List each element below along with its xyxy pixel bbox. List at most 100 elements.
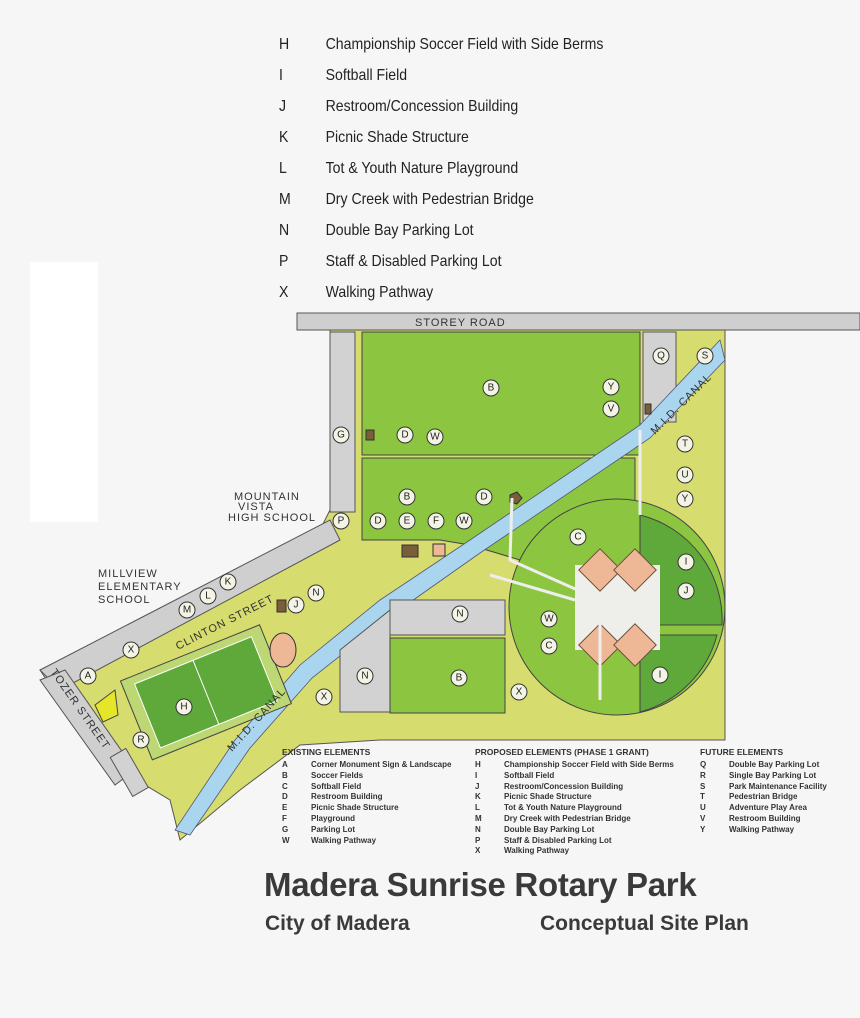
restroom-v: [644, 403, 652, 415]
map-marker-d: D: [396, 426, 414, 444]
legend-label: Walking Pathway: [504, 846, 570, 856]
page-title: Madera Sunrise Rotary Park: [264, 866, 697, 903]
legend-label: Double Bay Parking Lot: [729, 760, 820, 769]
subtitle-plan: Conceptual Site Plan: [540, 912, 749, 935]
map-marker-b: B: [398, 488, 416, 506]
elementary-school-label: MILLVIEW ELEMENTARY SCHOOL: [98, 568, 181, 606]
legend-label: Picnic Shade Structure: [504, 792, 592, 802]
map-marker-w: W: [540, 610, 558, 628]
legend-key: S: [700, 781, 706, 791]
legend-key: J: [475, 781, 480, 791]
svg-text:Y: Y: [682, 494, 689, 505]
svg-text:B: B: [488, 383, 495, 394]
map-marker-g: G: [332, 426, 350, 444]
svg-text:D: D: [374, 516, 381, 527]
walking-pathway: [489, 430, 642, 700]
legend-item: L Tot & Youth Nature Playground: [475, 803, 649, 814]
item-key: P: [279, 253, 289, 270]
map-marker-h: H: [175, 698, 193, 716]
svg-text:C: C: [545, 641, 552, 652]
svg-text:VISTA: VISTA: [238, 501, 274, 513]
map-marker-r: R: [132, 731, 150, 749]
svg-text:HIGH SCHOOL: HIGH SCHOOL: [228, 512, 316, 524]
item-key: M: [279, 191, 291, 208]
map-marker-j: J: [677, 582, 695, 600]
map-marker-y: Y: [602, 378, 620, 396]
legend-key: E: [282, 803, 288, 813]
item-label: Walking Pathway: [325, 284, 434, 301]
svg-text:D: D: [480, 492, 487, 503]
legend-key: A: [282, 760, 288, 769]
parking-lot-g: [329, 331, 356, 513]
svg-text:MILLVIEW: MILLVIEW: [98, 568, 158, 580]
legend-key: H: [475, 760, 481, 769]
legend-key: L: [475, 803, 480, 813]
svg-text:N: N: [456, 609, 463, 620]
item-key: I: [279, 67, 283, 84]
legend-item: X Walking Pathway: [475, 846, 649, 857]
softball-infields: [578, 548, 657, 667]
svg-text:C: C: [574, 532, 581, 543]
svg-text:S: S: [702, 351, 709, 362]
item-key: X: [279, 284, 289, 301]
legend-label: Park Maintenance Facility: [729, 781, 827, 791]
legend-label: Softball Field: [504, 770, 555, 780]
item-label: Tot & Youth Nature Playground: [325, 160, 519, 177]
legend-label: Single Bay Parking Lot: [729, 770, 817, 780]
parking-lot-r: [109, 747, 149, 798]
legend-key: X: [475, 846, 481, 856]
map-marker-b: B: [450, 669, 468, 687]
item-key: K: [279, 129, 289, 146]
legend-key: M: [475, 813, 482, 823]
map-marker-e: E: [398, 512, 416, 530]
svg-text:J: J: [684, 586, 689, 597]
legend-item: Y Walking Pathway: [700, 824, 794, 836]
map-marker-n: N: [451, 605, 469, 623]
svg-text:P: P: [338, 516, 345, 527]
map-marker-w: W: [426, 428, 444, 446]
legend-label: Restroom/Concession Building: [504, 781, 624, 791]
svg-text:W: W: [430, 432, 440, 443]
svg-text:I: I: [659, 670, 662, 681]
legend-future-title: FUTURE ELEMENTS: [700, 747, 784, 757]
svg-text:A: A: [85, 671, 92, 682]
item-label: Staff & Disabled Parking Lot: [325, 253, 502, 270]
legend-label: Pedestrian Bridge: [729, 792, 798, 802]
map-marker-n: N: [307, 584, 325, 602]
map-marker-x: X: [315, 688, 333, 706]
legend-label: Parking Lot: [311, 824, 356, 834]
legend-key: Y: [700, 824, 706, 834]
svg-text:B: B: [404, 492, 411, 503]
map-marker-x: X: [510, 683, 528, 701]
subtitle-city: City of Madera: [265, 912, 410, 935]
softball-field-i-south: [639, 634, 718, 713]
nature-playground: [269, 632, 297, 668]
svg-text:N: N: [361, 671, 368, 682]
item-key: L: [279, 160, 287, 177]
map-marker-d: D: [369, 512, 387, 530]
map-marker-j: J: [287, 596, 305, 614]
legend-label: Restroom Building: [729, 813, 801, 823]
map-marker-i: I: [677, 553, 695, 571]
item-label: Dry Creek with Pedestrian Bridge: [325, 191, 534, 208]
legend-label: Walking Pathway: [729, 824, 795, 834]
item-label: Restroom/Concession Building: [325, 98, 519, 115]
svg-text:G: G: [337, 430, 345, 441]
item-label: Softball Field: [325, 67, 408, 84]
legend-label: Tot & Youth Nature Playground: [504, 803, 622, 813]
svg-text:I: I: [685, 557, 688, 568]
